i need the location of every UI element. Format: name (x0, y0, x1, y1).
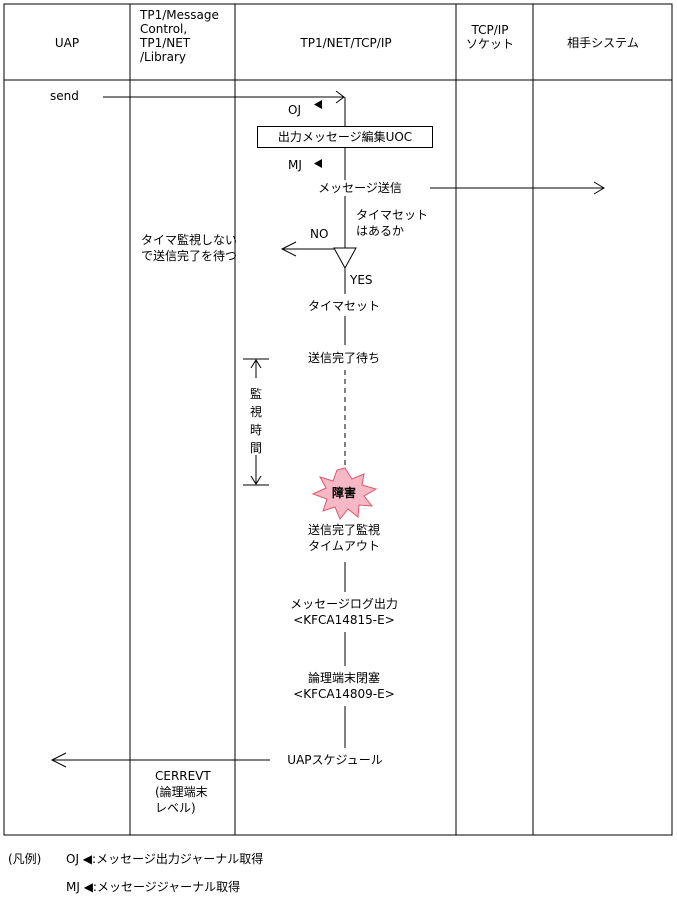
message-send-label: メッセージ送信 (316, 180, 404, 196)
no-branch-arrowhead (280, 241, 297, 257)
monitor-arrow-down-head (250, 475, 262, 485)
decision-triangle (333, 247, 357, 270)
header-net: TP1/NET/TCP/IP (300, 36, 392, 50)
oj-marker-icon (314, 100, 322, 109)
legend-mj: MJ ◀:メッセージジャーナル取得 (66, 880, 241, 894)
log-output-label: メッセージログ出力 <KFCA14815-E> (290, 597, 398, 627)
monitor-arrow-up-head (250, 359, 262, 369)
timer-question: タイマセット はあるか (356, 208, 429, 238)
terminal-block-label: 論理端末閉塞 <KFCA14809-E> (293, 671, 395, 701)
header-socket: TCP/IP ソケット (466, 23, 515, 51)
table-border (3, 3, 673, 836)
mj-label: MJ (288, 158, 302, 172)
failure-burst-icon (311, 467, 378, 520)
header-library: TP1/Message Control, TP1/NET /Library (140, 8, 219, 64)
no-label: NO (310, 227, 329, 241)
no-action-text: タイマ監視しない で送信完了を待つ (141, 233, 238, 263)
message-send-arrowhead (593, 181, 605, 195)
failure-label: 障害 (331, 486, 357, 500)
header-remote: 相手システム (567, 36, 639, 50)
cerrevt-label: CERREVT (論理端末 レベル) (155, 769, 211, 815)
monitor-time-label: 監 視 時 間 (250, 387, 263, 455)
legend-prefix: (凡例) (8, 852, 42, 866)
legend-oj: OJ ◀:メッセージ出力ジャーナル取得 (66, 852, 264, 866)
mj-marker-icon (314, 159, 322, 168)
uoc-box: 出力メッセージ編集UOC (257, 126, 433, 148)
schedule-arrowhead (50, 752, 67, 768)
yes-label: YES (350, 273, 373, 287)
oj-label: OJ (288, 103, 301, 117)
uap-schedule-label: UAPスケジュール (284, 752, 386, 768)
wait-complete-label: 送信完了待ち (307, 351, 381, 365)
header-uap: UAP (54, 36, 80, 50)
send-arrowhead (335, 90, 345, 104)
timeout-label: 送信完了監視 タイムアウト (307, 523, 381, 553)
timer-set-label: タイマセット (307, 299, 381, 313)
send-label: send (50, 89, 79, 103)
